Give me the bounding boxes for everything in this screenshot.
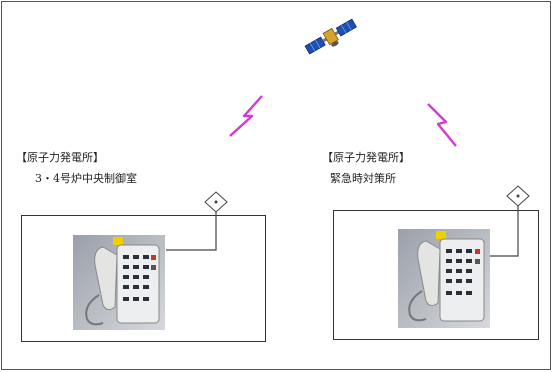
satellite-icon [304, 18, 357, 55]
left-phone-photo [73, 235, 165, 330]
right-site-title: 【原子力発電所】 [322, 151, 410, 164]
right-room-box [333, 210, 539, 340]
signal-bolt-right-icon [427, 103, 457, 147]
left-site-title: 【原子力発電所】 [16, 151, 104, 164]
left-site-room: 3・4号炉中央制御室 [35, 172, 137, 185]
left-room-box [21, 215, 266, 342]
right-phone-photo [398, 229, 490, 328]
signal-bolt-left-icon [229, 95, 263, 137]
right-site-room: 緊急時対策所 [330, 172, 396, 185]
left-antenna-icon [166, 191, 228, 251]
